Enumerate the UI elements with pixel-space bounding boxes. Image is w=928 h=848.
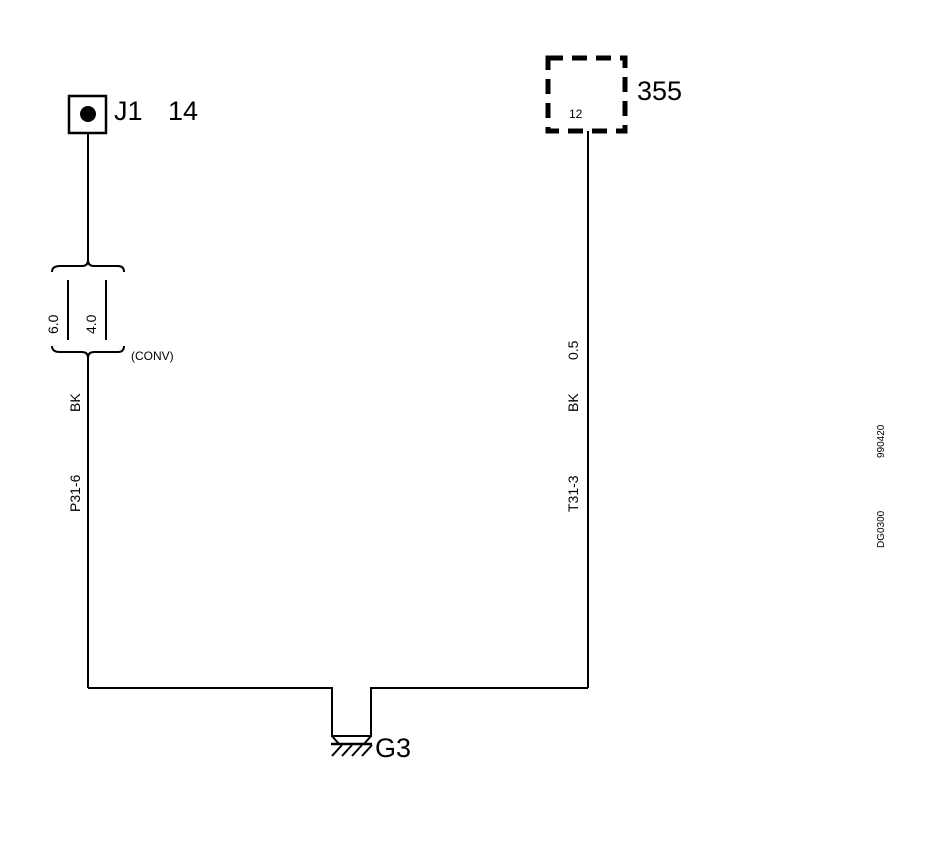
- wire-left-size-b: 4.0: [83, 314, 99, 334]
- wire-size-bracket-bottom: [51, 345, 125, 359]
- wire-left-option-label: (CONV): [131, 349, 174, 363]
- component-355-box[interactable]: [545, 55, 628, 134]
- wire-left-circuit: P31-6: [67, 474, 83, 512]
- date-code: 990420: [876, 424, 887, 458]
- wire-ground-bus[interactable]: [88, 687, 588, 737]
- connector-j1-pin-dot: [80, 106, 96, 122]
- ground-icon: [331, 735, 373, 757]
- ground-label: G3: [375, 733, 411, 763]
- wire-right-size: 0.5: [565, 340, 581, 360]
- connector-j1-label: J1: [114, 96, 143, 126]
- wire-size-bracket-top: [51, 259, 125, 273]
- drawing-code: DG0300: [876, 510, 887, 548]
- component-355-label: 355: [637, 76, 682, 106]
- wire-right-circuit: T31-3: [565, 475, 581, 512]
- connector-j1[interactable]: [67, 94, 108, 135]
- wire-left-size-a: 6.0: [45, 314, 61, 334]
- component-355-pin-label: 12: [569, 107, 583, 121]
- connector-j1-pin-label: 14: [168, 96, 198, 126]
- wire-left-color: BK: [67, 393, 83, 412]
- wire-right-color: BK: [565, 393, 581, 412]
